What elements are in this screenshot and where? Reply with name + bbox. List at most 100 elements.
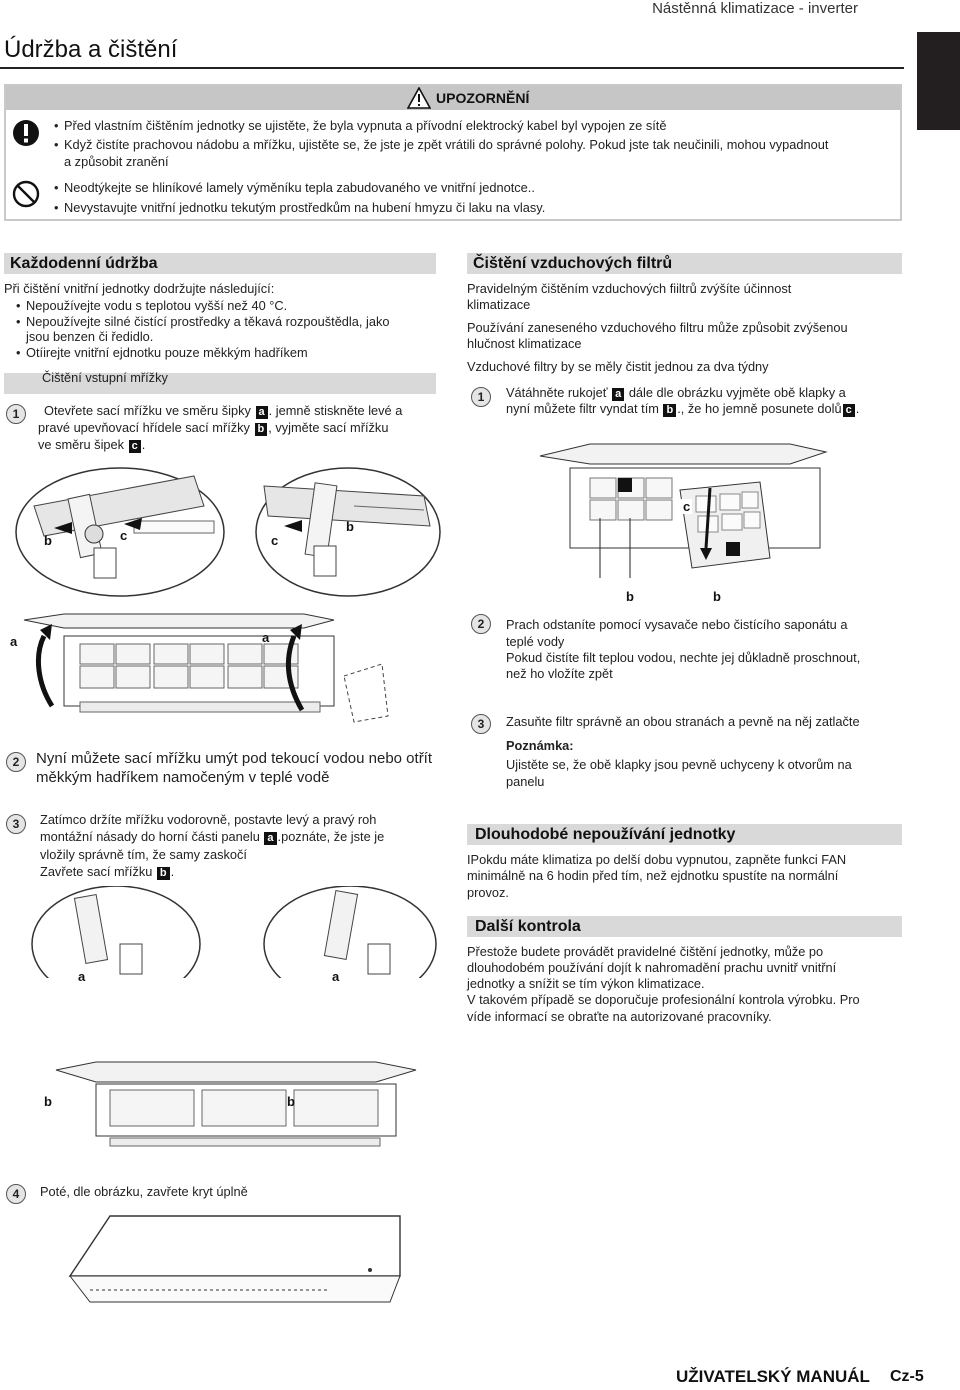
grille-step-3-text-a: montážní násady do horní části panelu bbox=[40, 829, 260, 844]
label-b: b bbox=[346, 519, 354, 534]
label-a: a bbox=[78, 969, 86, 984]
label-a-tag: a bbox=[612, 388, 625, 401]
inspection-section-bar bbox=[467, 916, 902, 937]
warning-triangle-icon bbox=[407, 87, 431, 109]
filter-step-number-1: 1 bbox=[471, 387, 491, 407]
footer-manual-title: UŽIVATELSKÝ MANUÁL bbox=[676, 1367, 870, 1386]
long-term-section-bar bbox=[467, 824, 902, 845]
filters-section-title: Čištění vzduchových filtrů bbox=[473, 255, 673, 272]
inspection-line-2: dlouhodobém používání dojít k nahromaděn… bbox=[467, 960, 837, 975]
warning-heading: UPOZORNĚNÍ bbox=[436, 90, 530, 106]
grille-step-1-line-3: ve směru šipek c. bbox=[38, 437, 145, 453]
daily-section-title: Každodenní údržba bbox=[10, 255, 158, 272]
unit-open-grille-illustration bbox=[23, 613, 389, 723]
warning-header-bar bbox=[6, 86, 900, 110]
step-number-3: 3 bbox=[6, 814, 26, 834]
label-c: c bbox=[120, 528, 128, 543]
grille-step-3-line-3: vložily správně tím, že samy zaskočí bbox=[40, 847, 247, 862]
filter-step-2-line-2: teplé vody bbox=[506, 634, 565, 649]
filter-step-1-line-1: Vátáhněte rukojeť a dále dle obrázku vyj… bbox=[506, 385, 846, 401]
grille-step-1-text-a: Otevřete sací mřížku ve směru šipky bbox=[44, 403, 251, 418]
long-term-line-1: IPokdu máte klimatiza po delší dobu vypn… bbox=[467, 852, 847, 867]
filters-para-2-a: Používání zaneseného vzduchového filtru … bbox=[467, 320, 848, 335]
step-number-2: 2 bbox=[6, 752, 26, 772]
label-c: c bbox=[681, 499, 693, 514]
label-b: b bbox=[626, 589, 634, 604]
long-term-title: Dlouhodobé nepoužívání jednotky bbox=[475, 826, 736, 843]
prohibit-item-1: Neodtýkejte se hliníkové lamely výměníku… bbox=[54, 180, 535, 196]
label-b-tag: b bbox=[254, 423, 268, 436]
grille-subheading: Čištění vstupní mřížky bbox=[42, 370, 168, 385]
daily-bullet-1: Nepoužívejte vodu s teplotou vyšší než 4… bbox=[16, 298, 287, 314]
daily-bullet-2-cont: jsou benzen či ředidlo. bbox=[26, 329, 154, 344]
label-a: a bbox=[10, 634, 18, 649]
label-a: a bbox=[332, 969, 340, 984]
filter-step-1-line-2: nyní můžete filtr vyndat tím b., že ho j… bbox=[506, 401, 859, 417]
filter-step-2-line-1: Prach odstaníte pomocí vysavače nebo čis… bbox=[506, 617, 848, 632]
filter-step-1-text-d: ., že ho jemně posunete dolů bbox=[677, 401, 842, 416]
inspection-line-5: víde informací se obraťte na autorizovan… bbox=[467, 1009, 772, 1024]
unit-closed-illustration bbox=[68, 1215, 401, 1303]
note-line-2: panelu bbox=[506, 774, 545, 789]
title-rule bbox=[0, 67, 904, 69]
grille-subheading-bar bbox=[4, 373, 436, 394]
label-c-tag: c bbox=[128, 440, 141, 453]
step-number-4: 4 bbox=[6, 1184, 26, 1204]
daily-bullet-2: Nepoužívejte silné čistící prostředky a … bbox=[16, 314, 389, 330]
note-label: Poznámka: bbox=[506, 738, 574, 753]
grille-step-1-line-1: Otevřete sací mřížku ve směru šipky a. j… bbox=[44, 403, 402, 419]
filter-step-2-line-4: než ho vložíte zpět bbox=[506, 666, 613, 681]
grille-step-1-text-f: . bbox=[141, 437, 146, 452]
label-b: b bbox=[44, 533, 52, 548]
grille-step-1-text-b: . jemně stiskněte levé a bbox=[268, 403, 403, 418]
caution-item-2: Když čistíte prachovou nádobu a mřížku, … bbox=[54, 137, 828, 153]
exclamation-icon bbox=[13, 120, 39, 146]
label-c-tag: c bbox=[842, 404, 855, 417]
filter-step-1-text-a: Vátáhněte rukojeť bbox=[506, 385, 608, 400]
step-number-1: 1 bbox=[6, 404, 26, 424]
filters-para-2-b: hlučnost klimatizace bbox=[467, 336, 582, 351]
grille-step-3-text-b: .poznáte, že jste je bbox=[277, 829, 385, 844]
unit-close-grille-illustration bbox=[55, 1061, 417, 1147]
long-term-line-3: provoz. bbox=[467, 885, 509, 900]
grille-step-3-line-4: Zavřete sací mřížku b. bbox=[40, 864, 174, 880]
grille-step-2-line-2: měkkým hadříkem namočeným v teplé vodě bbox=[36, 769, 330, 786]
grille-step-1-text-d: , vyjměte sací mřížku bbox=[268, 420, 389, 435]
filter-step-3-line-1: Zasuňte filtr správně an obou stranách a… bbox=[506, 714, 860, 729]
filters-para-3: Vzduchové filtry by se měly čistit jedno… bbox=[467, 359, 769, 374]
label-b-tag: b bbox=[663, 404, 677, 417]
page-number: Cz-5 bbox=[890, 1368, 924, 1385]
grille-step-2-line-1: Nyní můžete sací mřížku umýt pod tekoucí… bbox=[36, 750, 433, 767]
filter-step-1-text-e: . bbox=[855, 401, 860, 416]
filter-step-1-text-c: nyní můžete filtr vyndat tím bbox=[506, 401, 659, 416]
grille-step-4-line-1: Poté, dle obrázku, zavřete kryt úplně bbox=[40, 1184, 248, 1199]
label-a-tag: a bbox=[255, 406, 268, 419]
prohibited-icon bbox=[12, 180, 40, 208]
grille-step-3-text-d: . bbox=[170, 864, 175, 879]
filters-section-bar bbox=[467, 253, 902, 274]
filters-para-1-b: klimatizace bbox=[467, 297, 531, 312]
inspection-title: Další kontrola bbox=[475, 918, 581, 935]
inspection-line-3: jednotky a snížit se tím výkon klimatiza… bbox=[467, 976, 705, 991]
label-b: b bbox=[44, 1094, 52, 1109]
label-b: b bbox=[713, 589, 721, 604]
filter-step-number-3: 3 bbox=[471, 714, 491, 734]
grille-shaft-right-illustration bbox=[255, 467, 441, 597]
caution-item-1: Před vlastním čištěním jednotky se ujist… bbox=[54, 118, 666, 134]
daily-bullet-3: Otíirejte vnitřní ejdnotku pouze měkkým … bbox=[16, 345, 308, 361]
grille-step-3-line-2: montážní násady do horní části panelu a.… bbox=[40, 829, 384, 845]
grille-step-3-line-1: Zatímco držíte mřížku vodorovně, postavt… bbox=[40, 812, 377, 827]
filter-removal-illustration bbox=[539, 443, 828, 578]
label-b-tag: b bbox=[156, 867, 170, 880]
label-c: c bbox=[271, 533, 279, 548]
grille-step-1-text-c: pravé upevňovací hřídele sací mřížky bbox=[38, 420, 250, 435]
note-line-1: Ujistěte se, že obě klapky jsou pevně uc… bbox=[506, 757, 852, 772]
filter-step-2-line-3: Pokud čistíte filt teplou vodou, nechte … bbox=[506, 650, 861, 665]
running-title: Nástěnná klimatizace - inverter bbox=[652, 0, 858, 17]
grille-attach-closeup-illustration bbox=[31, 886, 437, 978]
inspection-line-1: Přestože budete provádět pravidelné čišt… bbox=[467, 944, 824, 959]
grille-step-3-text-c: Zavřete sací mřížku bbox=[40, 864, 153, 879]
prohibit-item-2: Nevystavujte vnitřní jednotku tekutým pr… bbox=[54, 200, 545, 216]
warning-box bbox=[4, 84, 902, 221]
daily-intro: Při čištění vnitřní jednotky dodržujte n… bbox=[4, 281, 275, 296]
